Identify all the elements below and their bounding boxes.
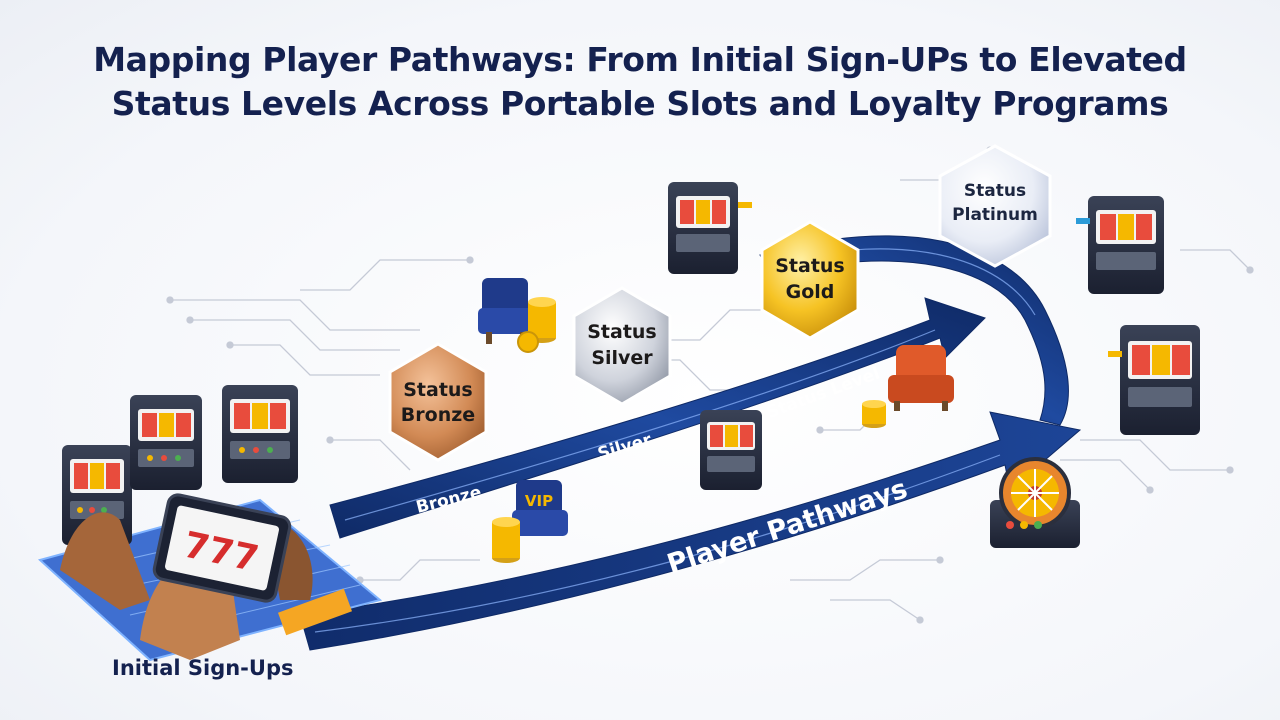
slot-machine-icon <box>700 410 762 490</box>
coin-stack-icon <box>517 297 556 353</box>
slot-machine-icon <box>130 395 202 490</box>
badge-gold-line2: Gold <box>786 281 835 303</box>
badge-silver-line2: Silver <box>591 347 653 369</box>
wheel-machine-icon <box>990 457 1080 548</box>
title-line-2: Status Levels Across Portable Slots and … <box>111 84 1169 123</box>
slot-machine-icon <box>1076 196 1164 294</box>
slot-machine-icon <box>62 445 132 545</box>
tablet-icon: 777 <box>152 493 292 603</box>
title-line-1: Mapping Player Pathways: From Initial Si… <box>93 40 1187 79</box>
coin-stack-icon <box>862 400 886 428</box>
armchair-icon <box>888 345 954 411</box>
slot-machine-icon <box>668 182 752 274</box>
badge-gold-line1: Status <box>775 255 845 277</box>
coin-stack-icon <box>492 517 520 563</box>
badge-bronze-line1: Status <box>403 379 473 401</box>
badge-platinum-line2: Platinum <box>952 205 1038 225</box>
vip-label: VIP <box>525 492 553 510</box>
badge-platinum-line1: Status <box>964 181 1026 201</box>
badge-silver-line1: Status <box>587 321 657 343</box>
slot-machine-icon <box>1108 325 1200 435</box>
status-arrow <box>329 297 986 539</box>
badge-bronze-line2: Bronze <box>401 404 475 426</box>
badge-platinum: Status Platinum <box>938 144 1052 268</box>
initial-sign-ups-label: Initial Sign-Ups <box>112 656 294 680</box>
badge-gold: Status Gold <box>760 220 860 340</box>
badge-silver: Status Silver <box>572 286 672 406</box>
vip-chair-icon: VIP <box>512 480 568 536</box>
diagram-title: Mapping Player Pathways: From Initial Si… <box>0 38 1280 126</box>
badge-bronze: Status Bronze <box>388 342 488 462</box>
slot-machine-icon <box>222 385 298 483</box>
